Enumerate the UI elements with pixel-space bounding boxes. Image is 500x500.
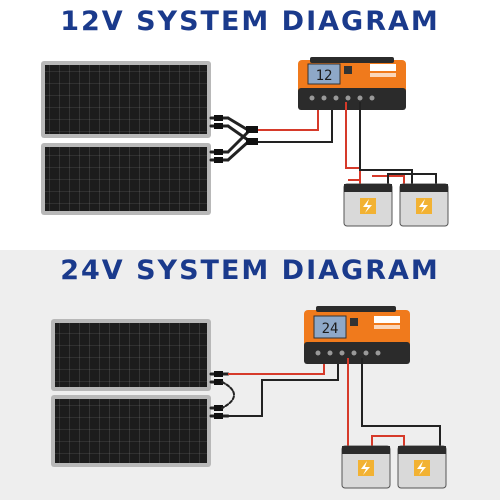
battery <box>399 183 449 227</box>
title-24v-system: 24V SYSTEM DIAGRAM <box>60 255 440 286</box>
lightning-bolt-icon <box>419 199 428 213</box>
lightning-bolt-icon <box>361 461 370 475</box>
charge-controller: 24 <box>304 306 410 364</box>
lightning-bolt-icon <box>363 199 372 213</box>
wires-panel-to-controller <box>258 102 333 143</box>
battery <box>397 445 447 489</box>
wires-controller-to-batteries <box>345 102 437 184</box>
controller-lcd-readout: 12 <box>316 68 333 84</box>
diagram-12v: 12 <box>41 57 449 227</box>
title-12v-system: 12V SYSTEM DIAGRAM <box>60 6 440 37</box>
solar-panel <box>41 143 211 215</box>
battery <box>343 183 393 227</box>
wires-panel-to-controller <box>228 358 339 417</box>
lightning-bolt-icon <box>417 461 426 475</box>
wires-controller-to-batteries <box>347 358 441 446</box>
panel-connectors <box>209 371 235 419</box>
panel-connectors <box>209 115 258 163</box>
controller-lcd-readout: 24 <box>322 321 339 337</box>
solar-panel <box>41 61 211 138</box>
diagram-24v: 24 <box>51 306 447 489</box>
solar-panel <box>51 395 211 467</box>
battery <box>341 445 391 489</box>
solar-panel <box>51 319 211 391</box>
charge-controller: 12 <box>298 57 406 110</box>
